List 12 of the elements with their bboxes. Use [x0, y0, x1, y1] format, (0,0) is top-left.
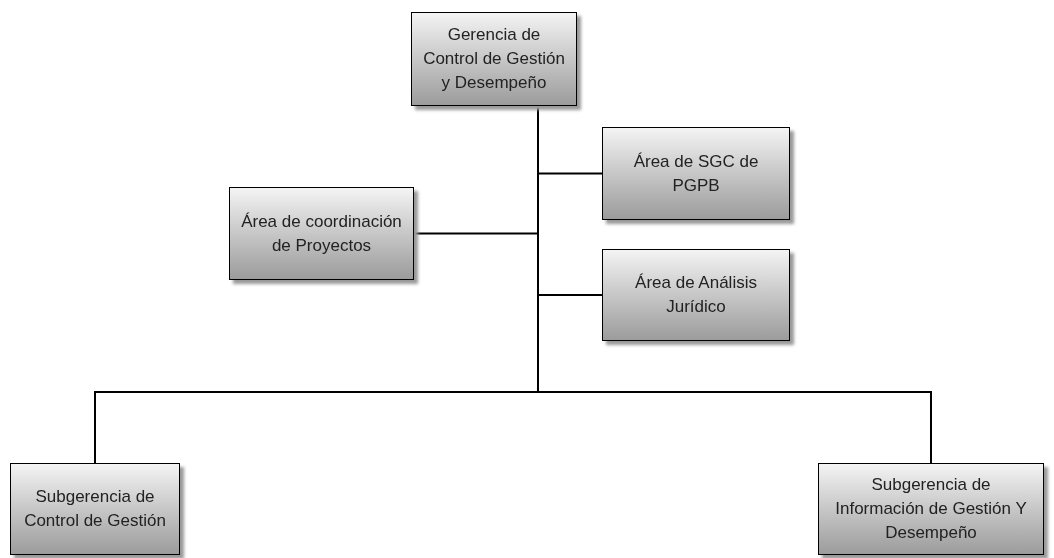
box-label: Área de SGC de PGPB [632, 150, 760, 197]
box-label: Área de Análisis Jurídico [634, 272, 758, 318]
org-box [602, 127, 790, 220]
org-box [10, 463, 180, 555]
org-box [818, 463, 1044, 555]
box-label: Subgerencia de Información de Gestión Y Desempeño [834, 474, 1028, 544]
box-label: Área de coordinación de Proyectos [240, 210, 403, 257]
box-label: Gerencia de Control de Gestión y Desempeño [422, 24, 566, 94]
org-box [602, 249, 790, 341]
org-box [411, 12, 577, 106]
box-label: Subgerencia de Control de Gestión [23, 486, 167, 532]
org-box [229, 187, 414, 280]
